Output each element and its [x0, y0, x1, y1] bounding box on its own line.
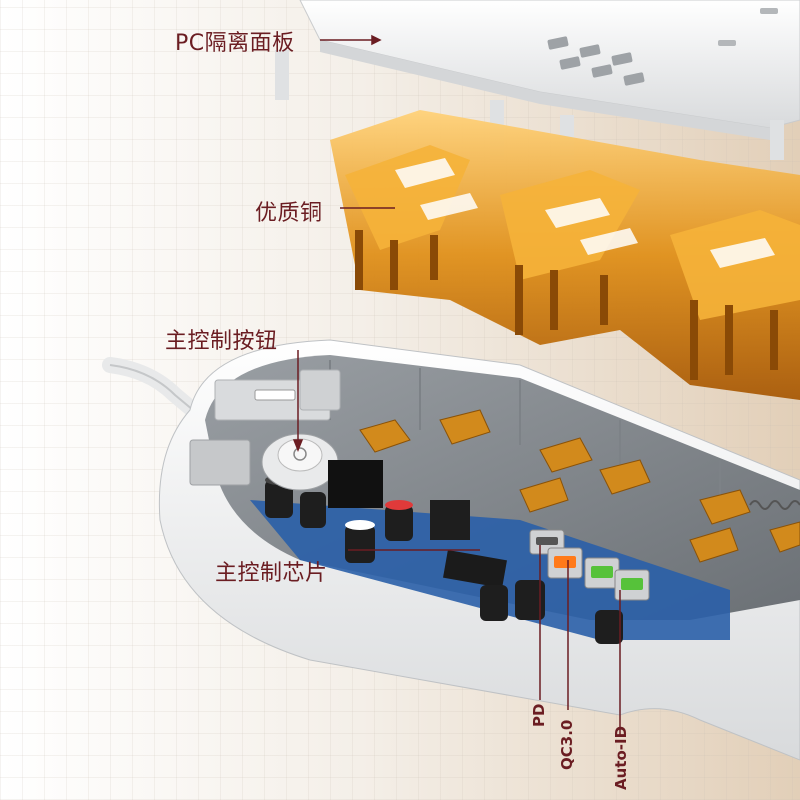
- capacitors: [265, 475, 623, 644]
- copper-contacts: [330, 110, 800, 400]
- label-copper: 优质铜: [255, 201, 323, 226]
- main-button-assembly: [189, 369, 383, 508]
- label-main-button: 主控制按钮: [165, 329, 278, 354]
- base-copper-clips: [359, 409, 800, 563]
- panel-usb-slots: [547, 8, 778, 86]
- label-main-chip: 主控制芯片: [215, 561, 328, 586]
- label-pd: PD: [530, 703, 548, 727]
- leader-lines: [292, 34, 621, 735]
- pc-isolation-panel: [275, 0, 800, 170]
- usb-ports: [529, 529, 650, 601]
- spring: [749, 500, 800, 510]
- label-pc-panel: PC隔离面板: [175, 31, 295, 56]
- label-auto-id: Auto-ID: [612, 725, 630, 790]
- label-qc: QC3.0: [558, 719, 576, 770]
